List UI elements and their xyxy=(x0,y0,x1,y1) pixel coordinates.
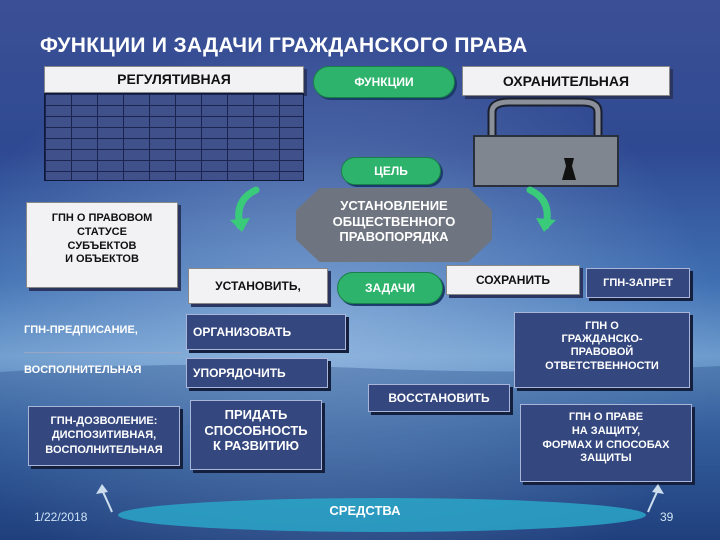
gpn-liability-line-1: ГПН О xyxy=(585,320,619,332)
gpn-protection-line-2: НА ЗАЩИТУ, xyxy=(571,424,641,437)
supplementary-text: ВОСПОЛНИТЕЛЬНАЯ xyxy=(24,364,142,376)
goal-label: ЦЕЛЬ xyxy=(341,157,441,185)
brick-wall-icon xyxy=(44,93,304,181)
goal-text: ЦЕЛЬ xyxy=(374,164,408,178)
develop-box: ПРИДАТЬ СПОСОБНОСТЬ К РАЗВИТИЮ xyxy=(190,400,322,470)
gpn-status-line-1: ГПН О ПРАВОВОМ xyxy=(51,212,153,224)
curved-arrow-right-icon xyxy=(526,186,556,232)
functions-label: ФУНКЦИИ xyxy=(313,66,455,98)
gpn-liability-line-3: ПРАВОВОЙ xyxy=(570,346,634,359)
gpn-permission-line-1: ГПН-ДОЗВОЛЕНИЕ: xyxy=(50,415,158,427)
curved-arrow-left-icon xyxy=(230,186,260,232)
regulative-text: РЕГУЛЯТИВНАЯ xyxy=(117,71,231,87)
organize-text: ОРГАНИЗОВАТЬ xyxy=(193,325,292,339)
goal-line-1: УСТАНОВЛЕНИЕ xyxy=(340,198,448,213)
padlock-icon xyxy=(473,97,619,187)
develop-line-1: ПРИДАТЬ xyxy=(224,407,288,422)
gpn-liability-line-4: ОТВЕТСТВЕННОСТИ xyxy=(545,359,659,372)
gpn-protection-line-1: ГПН О ПРАВЕ xyxy=(568,411,644,423)
establish-box: УСТАНОВИТЬ, xyxy=(188,268,328,304)
page-title: ФУНКЦИИ И ЗАДАЧИ ГРАЖДАНСКОГО ПРАВА xyxy=(40,34,528,57)
gpn-permission-line-3: ВОСПОЛНИТЕЛЬНАЯ xyxy=(45,443,163,456)
regulative-label: РЕГУЛЯТИВНАЯ xyxy=(44,66,304,93)
means-text: СРЕДСТВА xyxy=(329,503,401,518)
page-number: 39 xyxy=(660,510,673,524)
develop-line-2: СПОСОБНОСТЬ xyxy=(204,422,308,438)
page-number-text: 39 xyxy=(660,510,674,524)
organize-box: ОРГАНИЗОВАТЬ xyxy=(186,314,346,350)
gpn-liability-line-2: ГРАЖДАНСКО- xyxy=(561,333,643,346)
means-arrow-left-icon xyxy=(96,484,113,513)
gpn-prescription-text: ГПН-ПРЕДПИСАНИЕ, xyxy=(24,324,138,336)
streamline-box: УПОРЯДОЧИТЬ xyxy=(186,358,328,388)
gpn-protection-line-4: ЗАЩИТЫ xyxy=(580,452,632,465)
goal-line-3: ПРАВОПОРЯДКА xyxy=(339,229,449,245)
supplementary-label: ВОСПОЛНИТЕЛЬНАЯ xyxy=(24,364,182,377)
establish-text: УСТАНОВИТЬ, xyxy=(215,279,301,293)
gpn-protection-line-3: ФОРМАХ И СПОСОБАХ xyxy=(542,438,670,451)
protective-label: ОХРАНИТЕЛЬНАЯ xyxy=(462,66,670,96)
functions-text: ФУНКЦИИ xyxy=(354,75,414,89)
preserve-box: СОХРАНИТЬ xyxy=(446,265,580,295)
gpn-status-line-2: СТАТУСЕ xyxy=(77,225,127,238)
date-label: 1/22/2018 xyxy=(34,510,87,524)
protective-text: ОХРАНИТЕЛЬНАЯ xyxy=(502,73,630,89)
means-banner xyxy=(118,498,646,532)
preserve-text: СОХРАНИТЬ xyxy=(475,273,551,287)
gpn-status-box: ГПН О ПРАВОВОМ СТАТУСЕ СУБЪЕКТОВ И ОБЪЕК… xyxy=(26,202,178,288)
gpn-prohibition-text: ГПН-ЗАПРЕТ xyxy=(603,277,673,289)
gpn-permission-line-2: ДИСПОЗИТИВНАЯ, xyxy=(51,429,157,442)
streamline-text: УПОРЯДОЧИТЬ xyxy=(193,366,286,380)
restore-box: ВОССТАНОВИТЬ xyxy=(368,384,510,412)
gpn-status-line-3: СУБЪЕКТОВ xyxy=(67,239,137,252)
means-arrow-right-icon xyxy=(647,484,664,513)
gpn-liability-box: ГПН О ГРАЖДАНСКО- ПРАВОВОЙ ОТВЕТСТВЕННОС… xyxy=(514,312,690,388)
means-label: СРЕДСТВА xyxy=(300,503,430,519)
goal-line-2: ОБЩЕСТВЕННОГО xyxy=(332,213,456,229)
tasks-label: ЗАДАЧИ xyxy=(337,272,443,304)
restore-text: ВОССТАНОВИТЬ xyxy=(388,391,490,405)
gpn-protection-box: ГПН О ПРАВЕ НА ЗАЩИТУ, ФОРМАХ И СПОСОБАХ… xyxy=(520,404,692,482)
tasks-text: ЗАДАЧИ xyxy=(365,281,415,295)
gpn-prohibition-box: ГПН-ЗАПРЕТ xyxy=(586,268,690,298)
goal-octagon: УСТАНОВЛЕНИЕ ОБЩЕСТВЕННОГО ПРАВОПОРЯДКА xyxy=(296,188,492,262)
date-text: 1/22/2018 xyxy=(34,510,88,524)
gpn-prescription-label: ГПН-ПРЕДПИСАНИЕ, xyxy=(24,324,182,337)
gpn-permission-box: ГПН-ДОЗВОЛЕНИЕ: ДИСПОЗИТИВНАЯ, ВОСПОЛНИТ… xyxy=(28,406,180,466)
divider-line xyxy=(24,352,182,353)
gpn-status-line-4: И ОБЪЕКТОВ xyxy=(65,253,139,266)
develop-line-3: К РАЗВИТИЮ xyxy=(212,438,300,454)
